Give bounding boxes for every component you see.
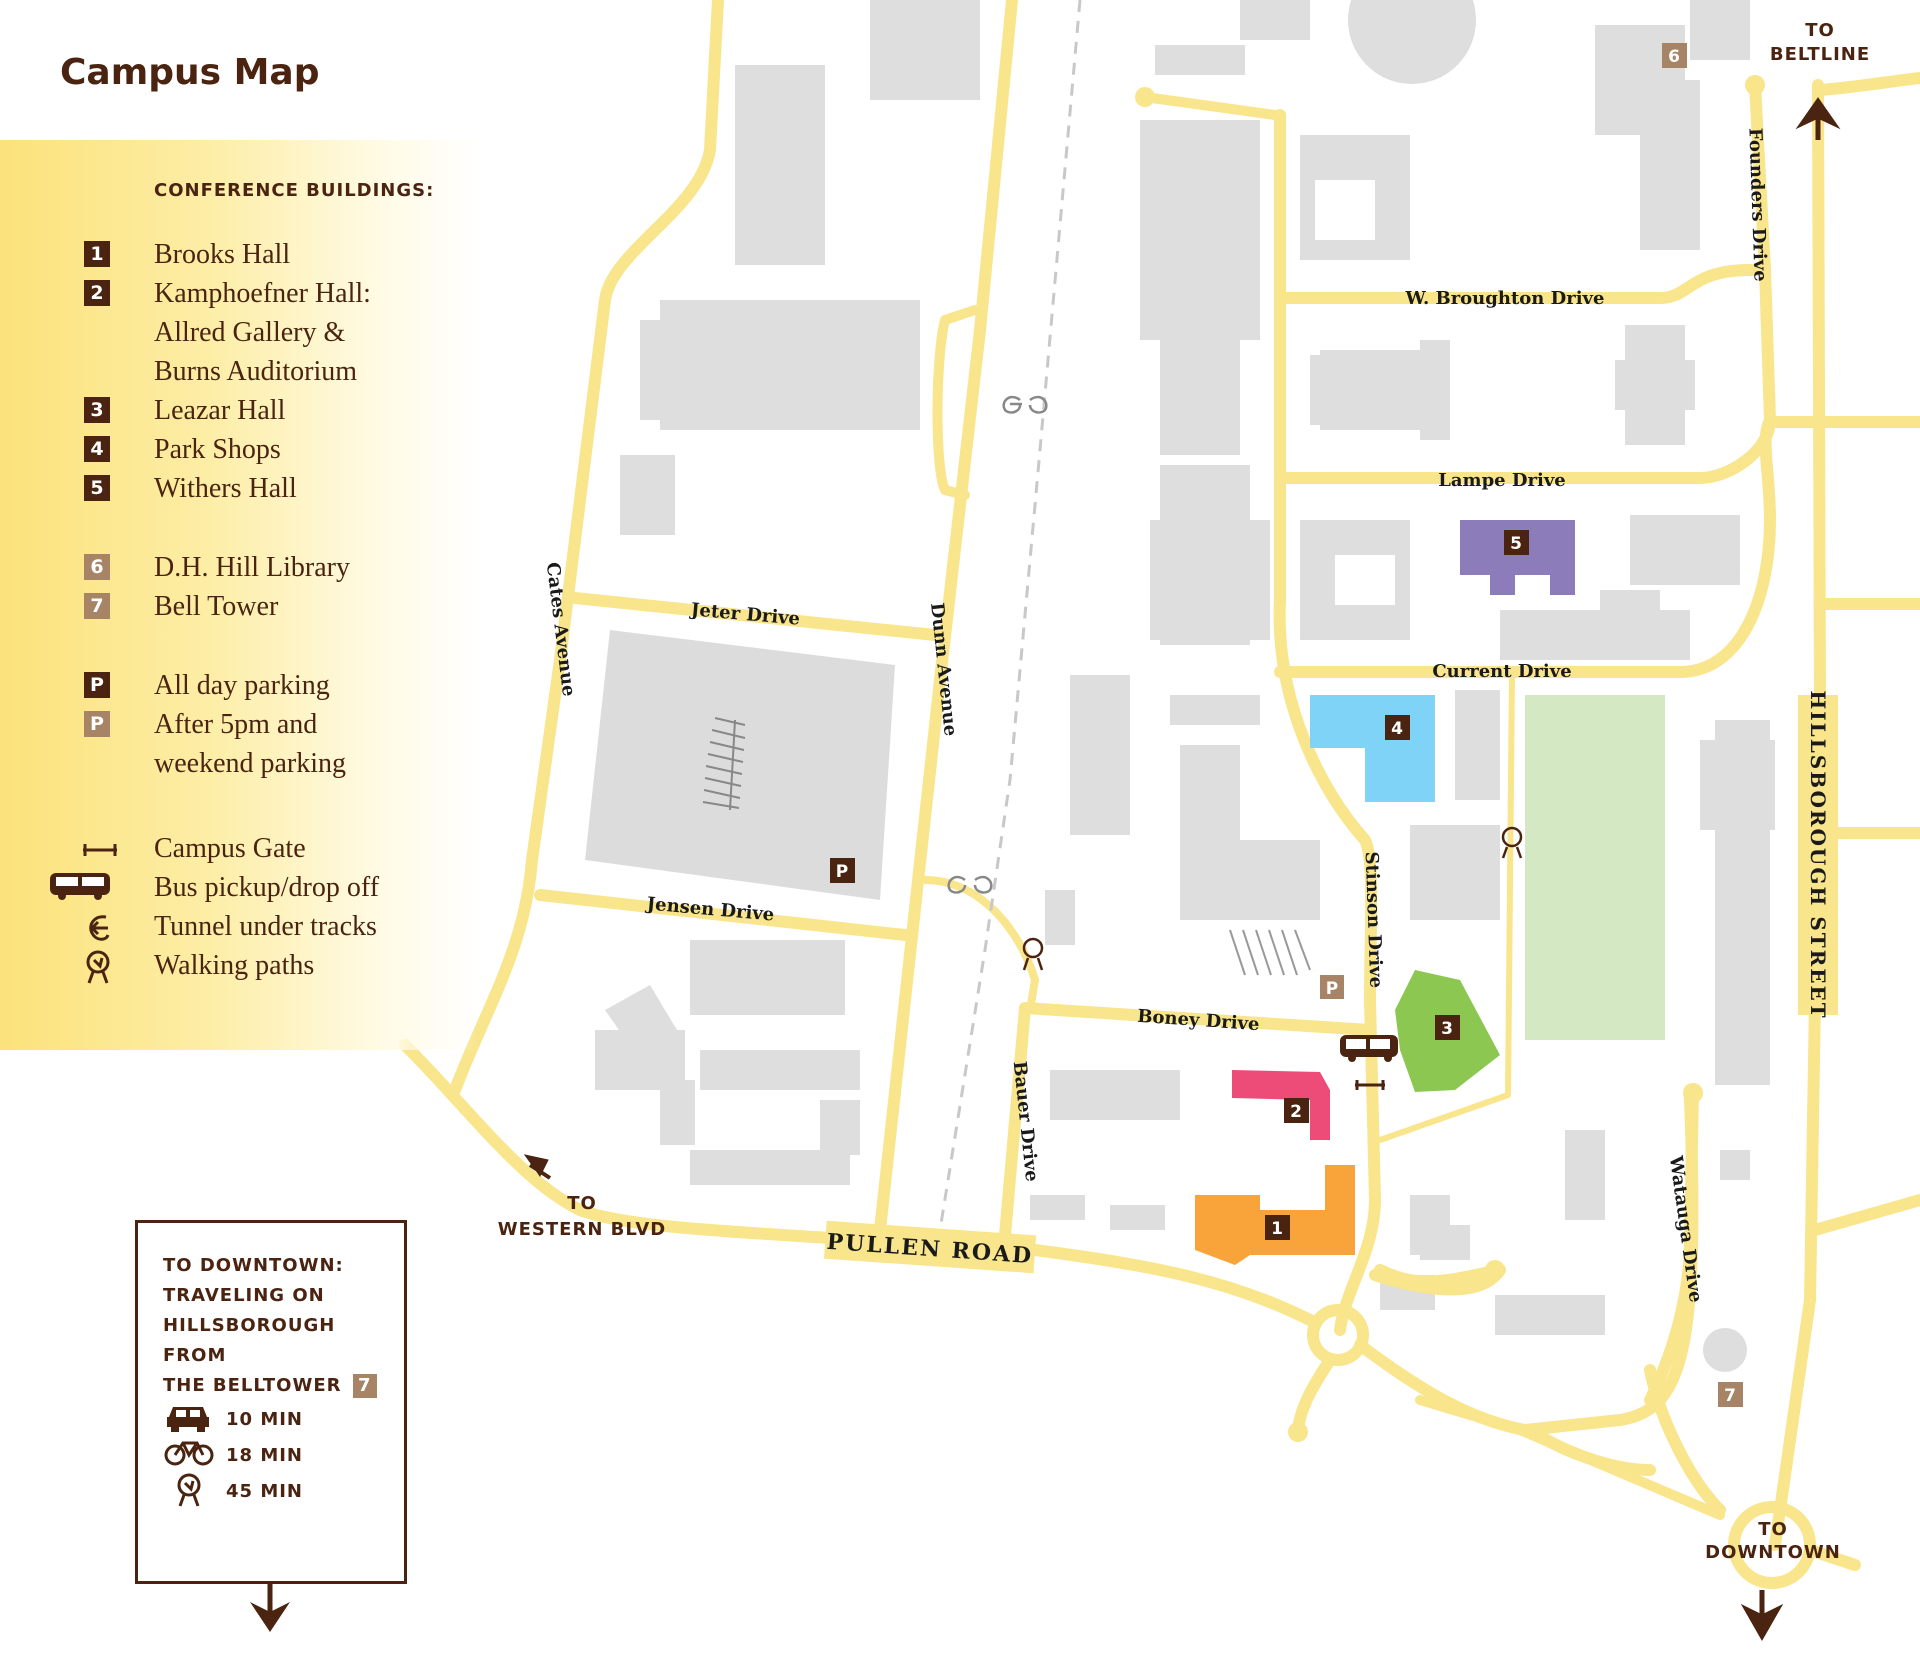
parking-lines <box>702 717 746 811</box>
label-w-broughton-drive: W. Broughton Drive <box>1405 288 1605 309</box>
legend-heading: CONFERENCE BUILDINGS: <box>154 180 435 201</box>
marker-2: 2 <box>1290 1102 1302 1122</box>
building-5-withers-hall[interactable] <box>1460 520 1575 595</box>
legend-parking-after-5-icon: P <box>84 711 110 737</box>
label-lampe-drive: Lampe Drive <box>1438 470 1566 491</box>
beltline-label-name: BELTLINE <box>1770 44 1870 65</box>
marker-7: 7 <box>1724 1386 1736 1406</box>
hillsborough-street-label: HILLSBOROUGH STREET <box>1798 690 1838 1020</box>
parking-lot-building <box>585 630 895 900</box>
bus-icon <box>1340 1035 1398 1062</box>
marker-3: 3 <box>1441 1019 1453 1039</box>
legend-label-tunnel: Tunnel under tracks <box>154 911 377 942</box>
downtown-bicycle-time: 18 MIN <box>226 1445 303 1466</box>
label-jeter-drive: Jeter Drive <box>688 599 801 630</box>
label-founders-drive: Founders Drive <box>1744 128 1770 282</box>
road-end-dots <box>1135 75 1765 1442</box>
marker-6: 6 <box>1668 47 1680 67</box>
legend-label-after-5pm: After 5pm and <box>154 709 318 740</box>
legend-panel <box>0 140 480 1050</box>
western-label-name: WESTERN BLVD <box>498 1219 666 1240</box>
railway-tracks <box>938 0 1082 1231</box>
walker-icon <box>1022 826 1523 971</box>
legend-marker-1: 1 <box>84 241 110 267</box>
walker-icon <box>177 1473 201 1507</box>
gate-icon <box>83 844 117 856</box>
downtown-label-to: TO <box>1758 1519 1788 1540</box>
legend-label-bell-tower: Bell Tower <box>154 591 279 622</box>
label-jensen-drive: Jensen Drive <box>644 893 775 925</box>
legend-label-dh-hill-library: D.H. Hill Library <box>154 552 350 583</box>
legend-marker-6: 6 <box>84 554 110 580</box>
downtown-title-line-1: TO DOWNTOWN: <box>163 1255 344 1276</box>
walker-icon <box>86 950 110 984</box>
downtown-title-line-4: THE BELLTOWER 7 <box>163 1371 403 1401</box>
legend-parking-all-day-icon: P <box>84 672 110 698</box>
legend-label-burns-auditorium: Burns Auditorium <box>154 356 358 387</box>
roads-layer <box>399 0 1920 1589</box>
downtown-travel-box: TO DOWNTOWN: TRAVELING ON HILLSBOROUGH F… <box>135 1220 407 1584</box>
bus-icon <box>50 873 110 900</box>
buildings-layer <box>595 0 1775 1372</box>
label-stinson-drive: Stinson Drive <box>1361 851 1387 988</box>
downtown-box-title: TO DOWNTOWN: TRAVELING ON HILLSBOROUGH F… <box>163 1251 403 1401</box>
downtown-box-arrow-down-icon <box>250 1582 290 1632</box>
downtown-box-marker-7: 7 <box>352 1374 377 1398</box>
legend-label-park-shops: Park Shops <box>154 434 281 465</box>
legend-label-bus: Bus pickup/drop off <box>154 872 380 903</box>
label-current-drive: Current Drive <box>1432 661 1571 682</box>
western-label-to: TO <box>567 1193 597 1214</box>
map-markers: 1 2 3 4 5 6 7 P P <box>830 43 1743 1407</box>
tunnel-icon <box>89 915 110 941</box>
legend-marker-4: 4 <box>84 436 110 462</box>
downtown-label-name: DOWNTOWN <box>1705 1542 1841 1563</box>
tunnel-icon <box>947 395 1048 894</box>
legend-label-walking-paths: Walking paths <box>154 950 315 981</box>
marker-1: 1 <box>1271 1219 1283 1239</box>
downtown-title-line-3: HILLSBOROUGH FROM <box>163 1315 336 1366</box>
marker-4: 4 <box>1391 719 1403 739</box>
legend-label-campus-gate: Campus Gate <box>154 833 306 864</box>
legend-label-brooks-hall: Brooks Hall <box>154 239 291 270</box>
direction-labels: TO BELTLINE TO WESTERN BLVD TO DOWNTOWN <box>498 20 1870 1563</box>
label-boney-drive: Boney Drive <box>1137 1006 1260 1035</box>
gate-icon <box>1355 1080 1385 1090</box>
parking-all-day-marker: P <box>836 862 848 882</box>
building-2-kamphoefner-hall[interactable] <box>1232 1070 1330 1140</box>
label-watauga-drive: Watauga Drive <box>1665 1154 1706 1304</box>
direction-arrows <box>523 97 1841 1642</box>
green-field <box>1525 695 1665 1040</box>
legend-label-all-day-parking: All day parking <box>154 670 330 701</box>
downtown-car-time: 10 MIN <box>226 1409 303 1430</box>
legend-label-allred-gallery: Allred Gallery & <box>154 317 346 348</box>
car-icon <box>167 1407 209 1432</box>
parking-after-5-marker: P <box>1326 979 1338 999</box>
legend-label-weekend-parking: weekend parking <box>154 748 347 779</box>
downtown-walk-time: 45 MIN <box>226 1481 303 1502</box>
legend-label-withers-hall: Withers Hall <box>154 473 297 504</box>
boney-parking-lines <box>1229 929 1311 976</box>
svg-text:HILLSBOROUGH STREET: HILLSBOROUGH STREET <box>1806 690 1830 1019</box>
marker-5: 5 <box>1510 534 1522 554</box>
legend-label-kamphoefner-hall: Kamphoefner Hall: <box>154 278 371 309</box>
downtown-title-line-4-text: THE BELLTOWER <box>163 1375 342 1396</box>
legend-marker-2: 2 <box>84 280 110 306</box>
beltline-label-to: TO <box>1805 20 1835 41</box>
legend-marker-7: 7 <box>84 593 110 619</box>
bicycle-icon <box>164 1441 214 1466</box>
page-title: Campus Map <box>60 52 320 93</box>
legend-label-leazar-hall: Leazar Hall <box>154 395 286 426</box>
downtown-title-line-2: TRAVELING ON <box>163 1285 325 1306</box>
legend-marker-3: 3 <box>84 397 110 423</box>
legend-marker-5: 5 <box>84 475 110 501</box>
